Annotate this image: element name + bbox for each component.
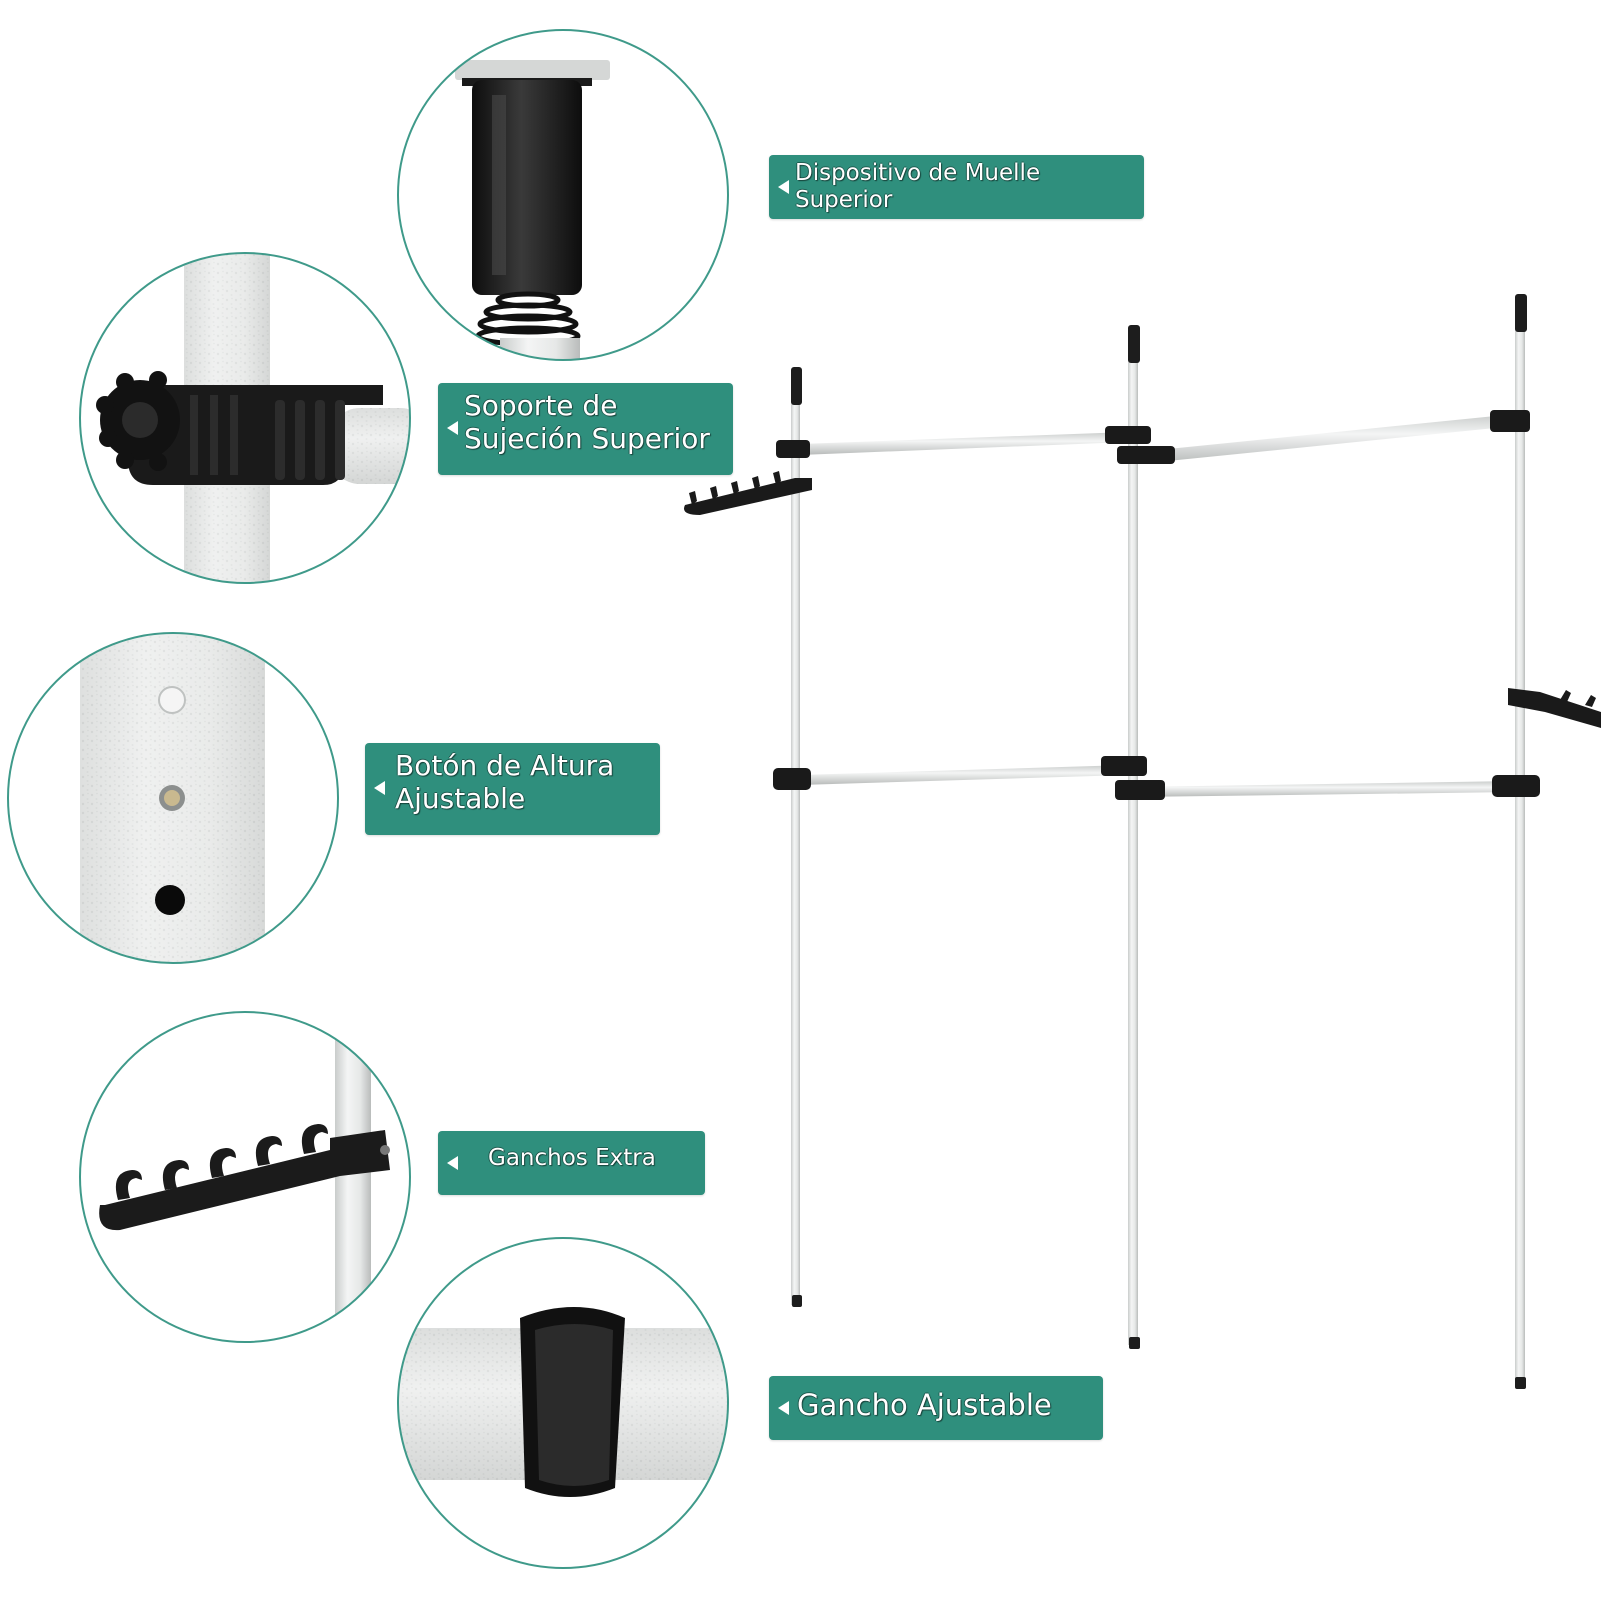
left-triangle-icon — [374, 781, 385, 795]
callout-extra-hooks-label: Ganchos Extra — [488, 1145, 656, 1171]
callout-extra-hooks: Ganchos Extra — [438, 1131, 705, 1195]
callout-height-button-label: Botón de Altura Ajustable — [395, 749, 615, 816]
detail-circle-spring — [398, 30, 728, 360]
detail-circle-clamp — [80, 253, 410, 583]
callout-top-spring: Dispositivo de Muelle Superior — [769, 155, 1144, 219]
callout-top-clamp-label: Soporte de Sujeción Superior — [464, 389, 710, 456]
detail-circle-hooks — [80, 1012, 410, 1342]
callout-adjustable-hook-label: Gancho Ajustable — [797, 1388, 1052, 1422]
callout-height-button: Botón de Altura Ajustable — [365, 743, 660, 835]
left-triangle-icon — [778, 180, 789, 194]
left-triangle-icon — [447, 421, 458, 435]
callout-adjustable-hook: Gancho Ajustable — [769, 1376, 1103, 1440]
callout-top-spring-label: Dispositivo de Muelle Superior — [795, 160, 1041, 214]
detail-circle-ring — [398, 1238, 728, 1568]
clothes-rack — [684, 294, 1601, 1389]
left-triangle-icon — [778, 1401, 789, 1415]
callout-top-clamp: Soporte de Sujeción Superior — [438, 383, 733, 475]
left-triangle-icon — [447, 1156, 458, 1170]
detail-circle-button — [8, 633, 338, 963]
